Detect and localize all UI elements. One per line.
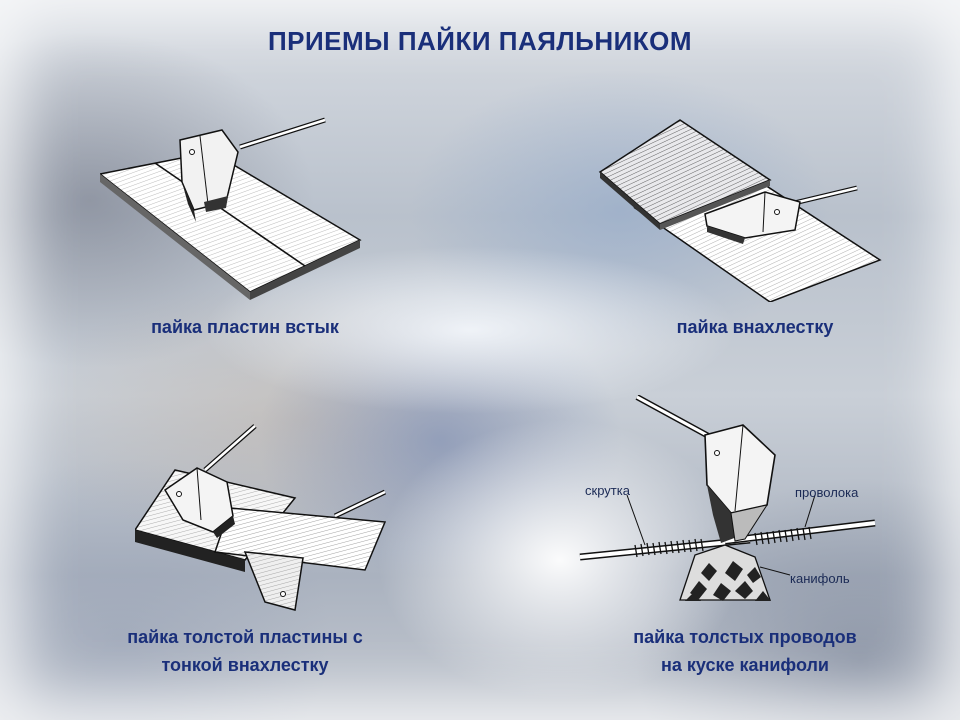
illustration-wires-on-rosin bbox=[579, 395, 876, 601]
caption-butt-soldering: пайка пластин встык bbox=[151, 317, 339, 337]
caption-thick-thin-plate-soldering: пайка толстой пластины с тонкой внахлест… bbox=[127, 627, 363, 675]
caption-overlap-soldering: пайка внахлестку bbox=[676, 317, 834, 337]
illustration-overlap-soldering bbox=[598, 119, 882, 302]
label-twist: скрутка bbox=[585, 483, 630, 498]
slide-title: ПРИЕМЫ ПАЙКИ ПАЯЛЬНИКОМ bbox=[267, 26, 693, 56]
illustration-thick-thin-plate-soldering bbox=[135, 424, 387, 611]
label-wire: проволока bbox=[795, 485, 859, 500]
illustration-butt-soldering bbox=[100, 117, 362, 300]
caption-wires-on-rosin: пайка толстых проводов на куске канифоли bbox=[633, 627, 857, 675]
label-rosin: канифоль bbox=[790, 571, 850, 586]
